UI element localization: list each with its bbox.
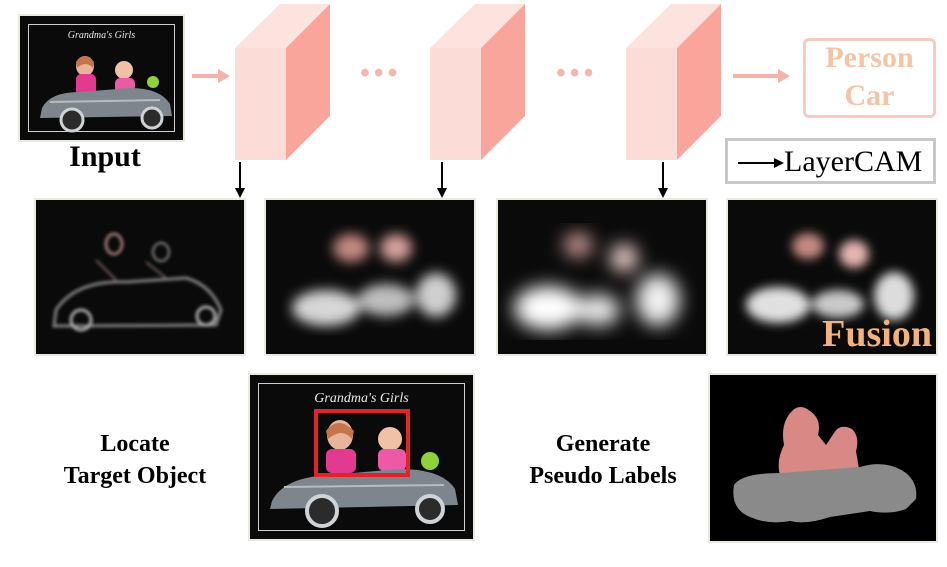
class-person: Person (825, 41, 914, 74)
generate-label-line-1: Generate (555, 431, 651, 457)
feature-block-1 (235, 4, 330, 160)
locate-label: Locate Target Object (40, 428, 230, 492)
layercam-arrow-3 (658, 162, 668, 198)
legend-label: LayerCAM (784, 145, 923, 178)
cam-map-middle-drawing (292, 234, 456, 326)
generate-label-line-2: Pseudo Labels (529, 463, 677, 489)
legend-box: LayerCAM (725, 138, 936, 184)
feature-block-3 (626, 4, 721, 160)
cam-map-fusion: Fusion (726, 198, 938, 356)
locate-label-line-2: Target Object (63, 463, 207, 489)
cam-map-deep (496, 198, 708, 356)
ellipsis-1: ••• (360, 58, 402, 89)
car-mask (733, 464, 917, 523)
layercam-arrow-2 (437, 162, 447, 198)
generate-label: Generate Pseudo Labels (508, 428, 698, 492)
person-mask (778, 407, 860, 475)
pseudo-label-drawing (733, 407, 917, 523)
ellipsis-2: ••• (556, 58, 598, 89)
photo-caption: Grandma's Girls (67, 30, 136, 41)
locate-label-line-1: Locate (100, 431, 170, 457)
cam-map-shallow (34, 198, 246, 356)
legend-arrow-icon (738, 158, 784, 168)
target-bounding-box (314, 409, 410, 477)
cam-map-deep-drawing (514, 233, 680, 330)
cam-map-shallow-drawing (52, 232, 223, 332)
pseudo-label-mask (708, 373, 938, 543)
class-output-box: Person Car (803, 38, 936, 118)
input-image: Grandma's Girls (18, 14, 185, 142)
photo-caption-located: Grandma's Girls (314, 391, 409, 406)
located-photo-drawing (270, 409, 458, 528)
cam-map-fusion-drawing (746, 233, 914, 323)
cam-map-middle (264, 198, 476, 356)
feature-block-2 (430, 4, 525, 160)
arrow-to-classes (733, 69, 790, 83)
located-object-image: Grandma's Girls (248, 373, 475, 541)
pipeline-graphics (192, 4, 790, 198)
arrow-to-block-1 (192, 69, 230, 83)
layercam-arrow-1 (235, 162, 245, 198)
fusion-label: Fusion (822, 313, 932, 355)
class-car: Car (844, 79, 895, 112)
input-label: Input (69, 140, 141, 173)
input-photo-drawing (40, 56, 172, 133)
